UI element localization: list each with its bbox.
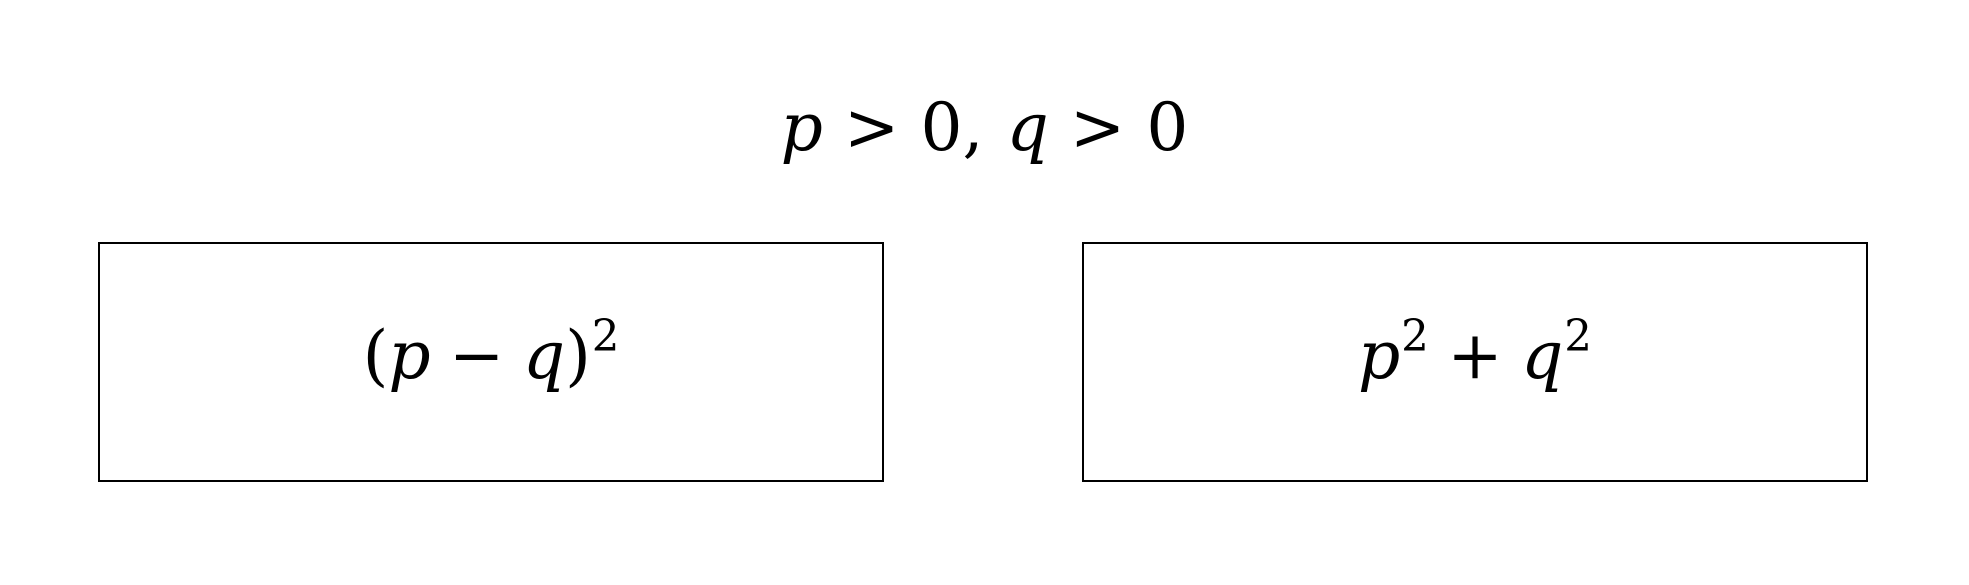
condition-relation-2: >	[1069, 89, 1126, 166]
left-exponent: 2	[591, 312, 620, 362]
left-close-paren: )	[565, 317, 591, 394]
condition-var-q: q	[1006, 89, 1049, 166]
condition-number-2: 0	[1146, 89, 1189, 166]
left-var-q: q	[522, 317, 566, 394]
condition-statement: p >0, q >0	[0, 78, 1969, 178]
condition-number-1: 0	[920, 89, 963, 166]
condition-comma: ,	[962, 89, 984, 166]
right-expression: p2+q2	[1358, 315, 1592, 389]
left-var-p: p	[388, 317, 431, 394]
condition-relation-1: >	[844, 89, 900, 166]
right-exponent-1: 2	[1401, 312, 1429, 362]
condition-var-p: p	[780, 89, 823, 166]
right-var-p: p	[1358, 317, 1401, 394]
right-var-q: q	[1521, 317, 1564, 394]
right-exponent-2: 2	[1564, 312, 1592, 362]
left-expression-box: (p−q)2	[98, 242, 884, 482]
right-operator: +	[1447, 317, 1503, 394]
left-expression: (p−q)2	[363, 315, 620, 389]
left-open-paren: (	[362, 317, 389, 394]
right-expression-box: p2+q2	[1082, 242, 1868, 482]
left-operator: −	[449, 317, 505, 394]
